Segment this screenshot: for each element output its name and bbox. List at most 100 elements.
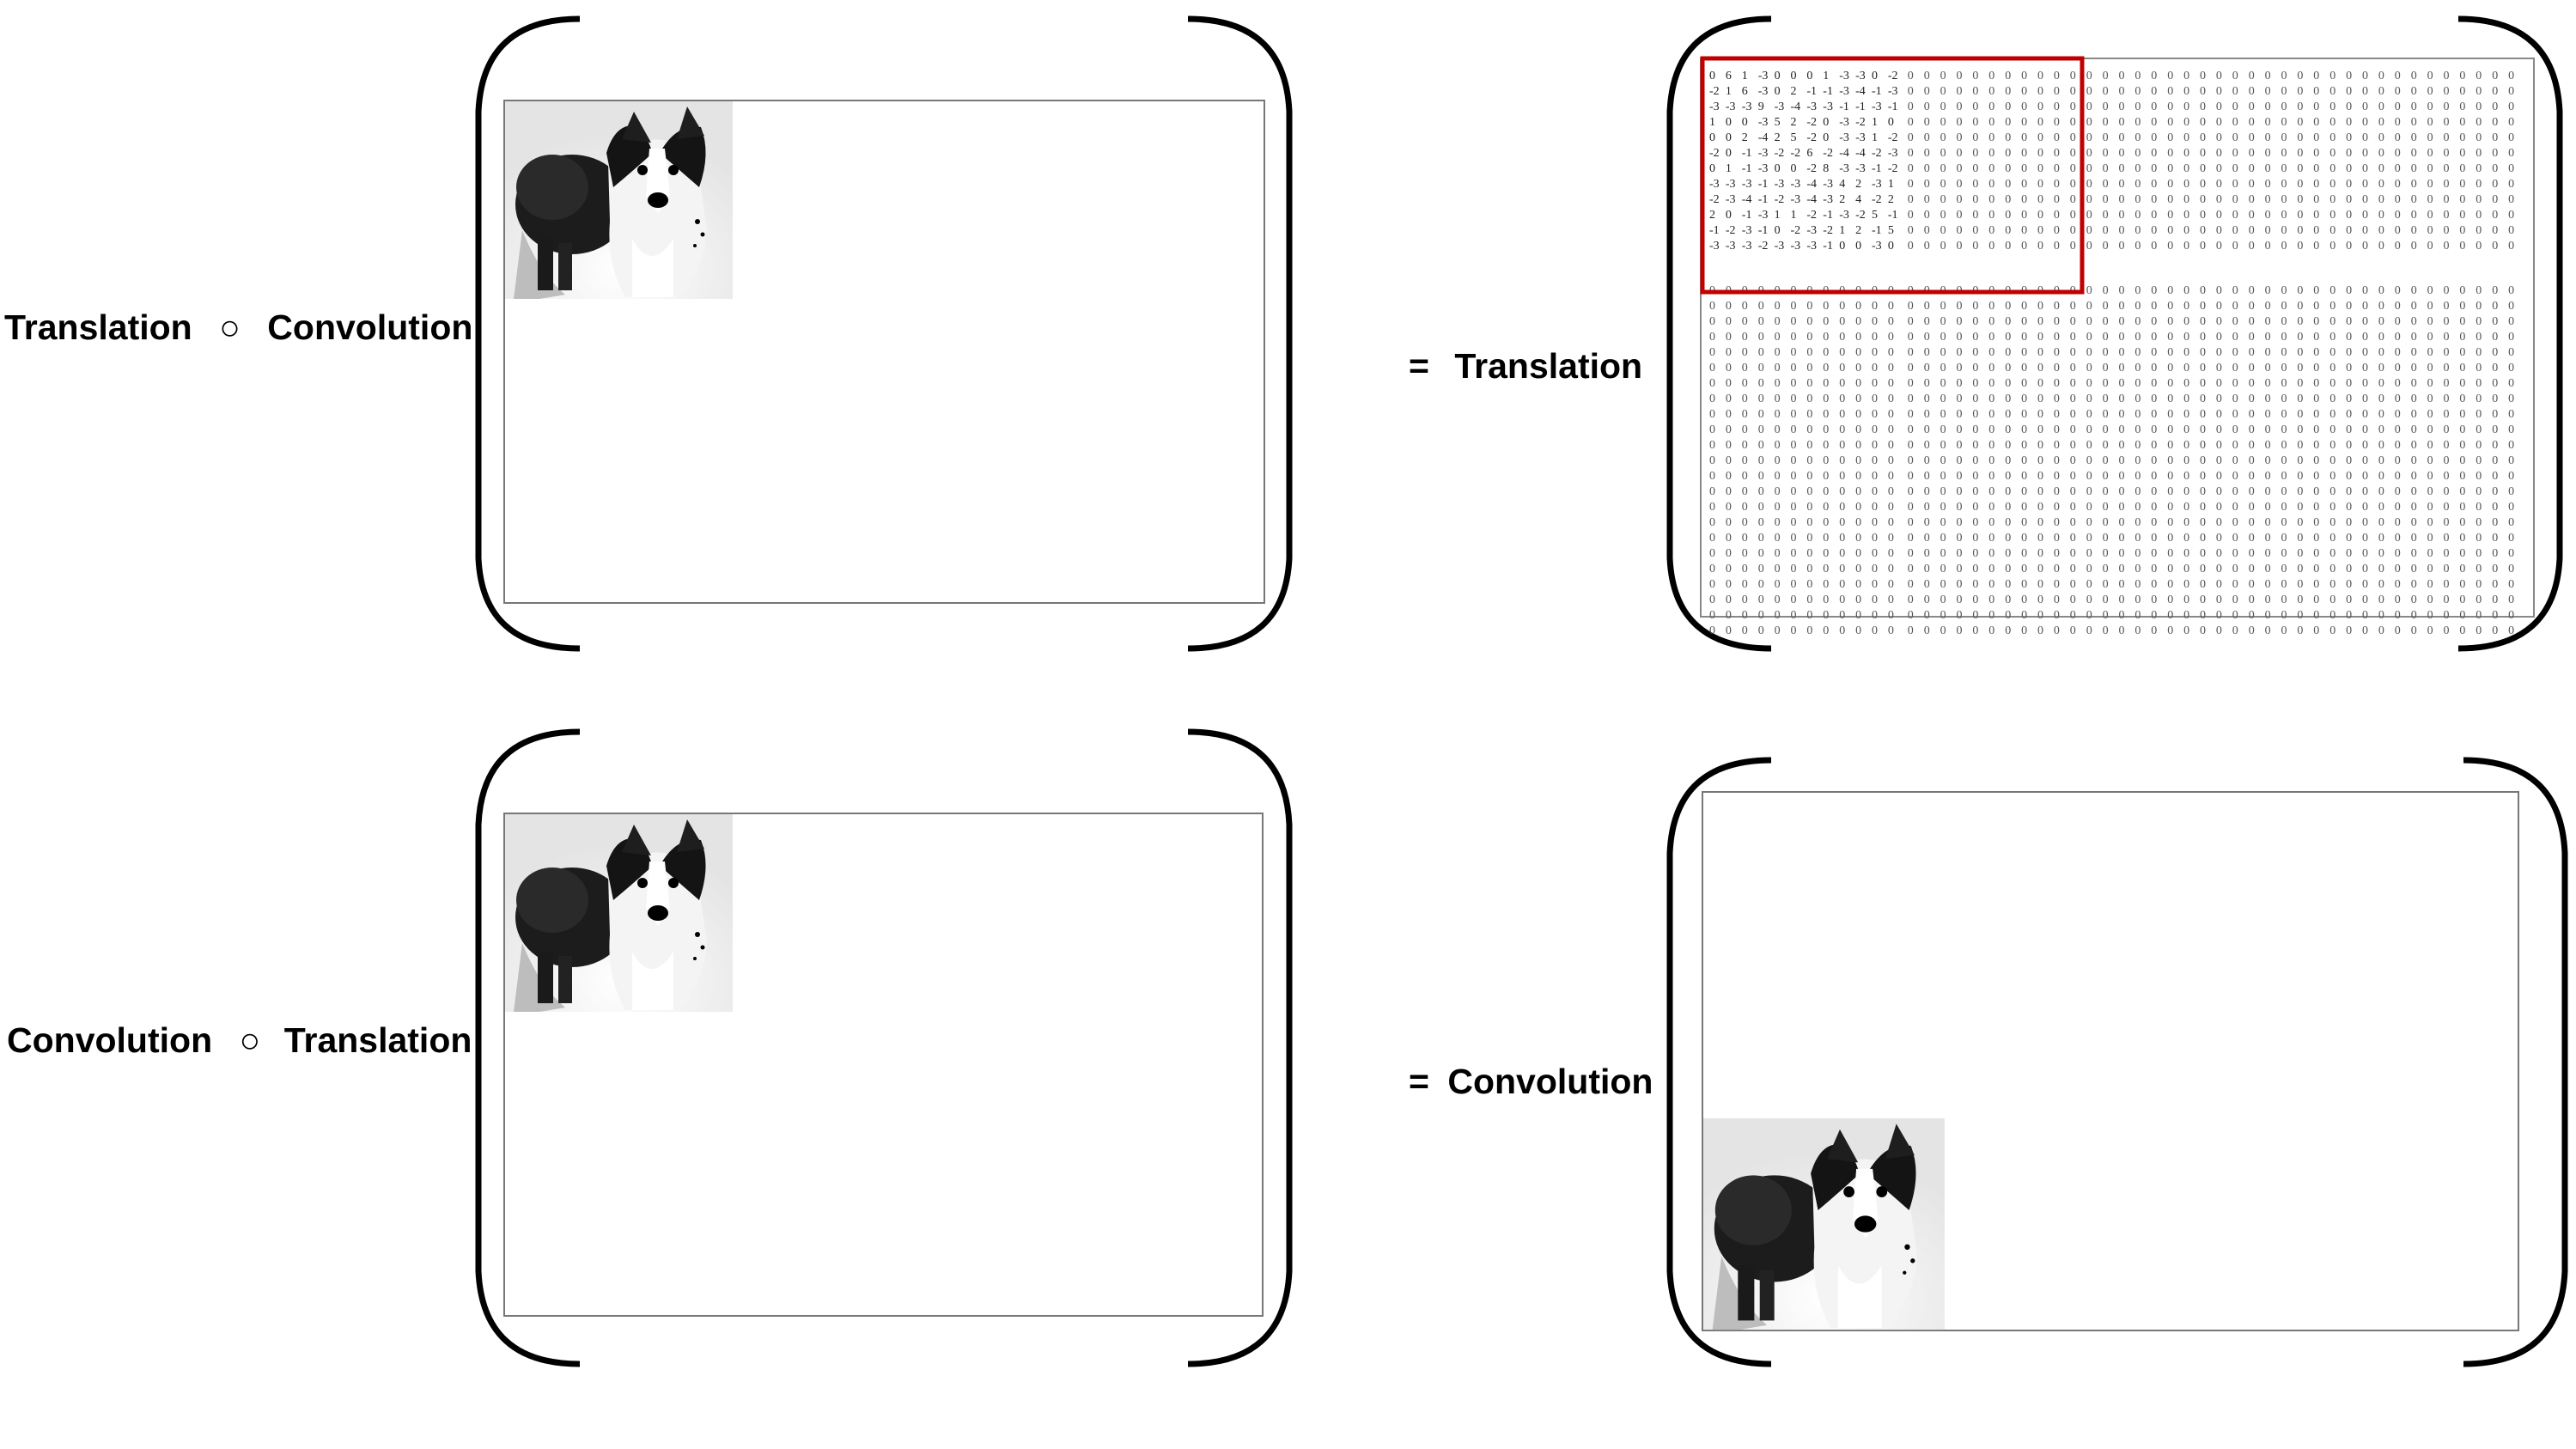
matrix-zero-cell: 0 xyxy=(2232,532,2238,545)
matrix-zero-cell: 0 xyxy=(2167,147,2173,160)
matrix-zero-cell: 0 xyxy=(2151,454,2157,467)
matrix-zero-cell: 0 xyxy=(2411,162,2417,175)
matrix-zero-cell: 0 xyxy=(2249,454,2255,467)
matrix-zero-cell: 0 xyxy=(1957,85,1963,98)
matrix-zero-cell: 0 xyxy=(1924,300,1930,313)
matrix-zero-cell: 0 xyxy=(2086,501,2092,514)
matrix-zero-cell: 0 xyxy=(2021,116,2027,129)
matrix-zero-cell: 0 xyxy=(2411,423,2417,436)
matrix-zero-cell: 0 xyxy=(1957,116,1963,129)
matrix-zero-cell: 0 xyxy=(1823,547,1829,560)
matrix-zero-cell: 0 xyxy=(1957,315,1963,328)
matrix-zero-cell: 0 xyxy=(1908,85,1914,98)
matrix-zero-cell: 0 xyxy=(2378,609,2384,622)
matrix-zero-cell: 0 xyxy=(2492,284,2498,297)
matrix-zero-cell: 0 xyxy=(1924,439,1930,452)
matrix-zero-cell: 0 xyxy=(2297,408,2303,421)
matrix-zero-cell: 0 xyxy=(2313,516,2319,529)
matrix-zero-cell: 0 xyxy=(2037,147,2043,160)
matrix-zero-cell: 0 xyxy=(2151,578,2157,591)
matrix-zero-cell: 0 xyxy=(1726,423,1732,436)
matrix-zero-cell: 0 xyxy=(2362,609,2368,622)
matrix-zero-cell: 0 xyxy=(2395,624,2401,637)
matrix-zero-cell: 0 xyxy=(2151,547,2157,560)
matrix-zero-cell: 0 xyxy=(1839,547,1845,560)
matrix-zero-cell: 0 xyxy=(2508,131,2514,144)
matrix-zero-cell: 0 xyxy=(2183,609,2189,622)
matrix-zero-cell: 0 xyxy=(1972,362,1978,374)
matrix-zero-cell: 0 xyxy=(2070,147,2076,160)
matrix-zero-cell: 0 xyxy=(2005,209,2011,222)
matrix-cell: -4 xyxy=(1758,131,1769,144)
matrix-zero-cell: 0 xyxy=(2021,240,2027,253)
matrix-zero-cell: 0 xyxy=(2362,147,2368,160)
matrix-zero-cell: 0 xyxy=(2119,162,2125,175)
matrix-zero-cell: 0 xyxy=(1957,485,1963,498)
matrix-zero-cell: 0 xyxy=(2216,547,2222,560)
matrix-zero-cell: 0 xyxy=(2297,224,2303,237)
matrix-zero-cell: 0 xyxy=(2167,85,2173,98)
matrix-zero-cell: 0 xyxy=(1908,362,1914,374)
matrix-zero-cell: 0 xyxy=(2492,408,2498,421)
matrix-zero-cell: 0 xyxy=(2005,315,2011,328)
matrix-zero-cell: 0 xyxy=(2005,532,2011,545)
matrix-zero-cell: 0 xyxy=(1888,300,1894,313)
matrix-zero-cell: 0 xyxy=(2313,116,2319,129)
matrix-zero-cell: 0 xyxy=(1908,624,1914,637)
matrix-zero-cell: 0 xyxy=(2346,377,2352,390)
matrix-zero-cell: 0 xyxy=(2216,284,2222,297)
matrix-zero-cell: 0 xyxy=(1806,331,1812,344)
matrix-zero-cell: 0 xyxy=(1791,485,1797,498)
matrix-zero-cell: 0 xyxy=(2134,594,2141,606)
matrix-zero-cell: 0 xyxy=(1888,454,1894,467)
matrix-zero-cell: 0 xyxy=(1839,331,1845,344)
matrix-zero-cell: 0 xyxy=(2134,408,2141,421)
matrix-zero-cell: 0 xyxy=(2249,209,2255,222)
matrix-zero-cell: 0 xyxy=(2134,315,2141,328)
matrix-zero-cell: 0 xyxy=(2119,178,2125,191)
matrix-zero-cell: 0 xyxy=(2313,547,2319,560)
matrix-zero-cell: 0 xyxy=(2151,423,2157,436)
matrix-zero-cell: 0 xyxy=(2167,439,2173,452)
row2-right-name: Convolution xyxy=(1447,1062,1653,1101)
matrix-zero-cell: 0 xyxy=(2297,147,2303,160)
matrix-zero-cell: 0 xyxy=(2492,594,2498,606)
matrix-zero-cell: 0 xyxy=(1972,131,1978,144)
matrix-zero-cell: 0 xyxy=(2265,408,2271,421)
matrix-cell: -3 xyxy=(1855,131,1866,144)
matrix-zero-cell: 0 xyxy=(2297,209,2303,222)
matrix-zero-cell: 0 xyxy=(1839,624,1845,637)
matrix-zero-cell: 0 xyxy=(2103,439,2109,452)
matrix-zero-cell: 0 xyxy=(1988,516,1994,529)
matrix-zero-cell: 0 xyxy=(1972,547,1978,560)
matrix-zero-cell: 0 xyxy=(2508,162,2514,175)
matrix-zero-cell: 0 xyxy=(2086,362,2092,374)
matrix-zero-cell: 0 xyxy=(2232,362,2238,374)
matrix-zero-cell: 0 xyxy=(1972,624,1978,637)
matrix-zero-cell: 0 xyxy=(2232,408,2238,421)
matrix-zero-cell: 0 xyxy=(2378,470,2384,483)
matrix-zero-cell: 0 xyxy=(2232,224,2238,237)
matrix-cell: -3 xyxy=(1709,178,1720,191)
matrix-cell: 6 xyxy=(1806,147,1812,160)
matrix-zero-cell: 0 xyxy=(2134,470,2141,483)
matrix-zero-cell: 0 xyxy=(2054,454,2060,467)
matrix-zero-cell: 0 xyxy=(1940,100,1946,113)
matrix-zero-cell: 0 xyxy=(2183,377,2189,390)
matrix-zero-cell: 0 xyxy=(2476,209,2482,222)
matrix-zero-cell: 0 xyxy=(2427,193,2433,206)
matrix-zero-cell: 0 xyxy=(2167,315,2173,328)
matrix-zero-cell: 0 xyxy=(2281,315,2287,328)
matrix-zero-cell: 0 xyxy=(2167,563,2173,575)
matrix-zero-cell: 0 xyxy=(2070,131,2076,144)
matrix-zero-cell: 0 xyxy=(2313,485,2319,498)
matrix-zero-cell: 0 xyxy=(2297,485,2303,498)
matrix-zero-cell: 0 xyxy=(1872,423,1878,436)
matrix-zero-cell: 0 xyxy=(2427,547,2433,560)
matrix-zero-cell: 0 xyxy=(1988,485,1994,498)
matrix-zero-cell: 0 xyxy=(2005,70,2011,82)
matrix-zero-cell: 0 xyxy=(2134,532,2141,545)
matrix-zero-cell: 0 xyxy=(2378,408,2384,421)
matrix-zero-cell: 0 xyxy=(2183,315,2189,328)
matrix-zero-cell: 0 xyxy=(1908,547,1914,560)
